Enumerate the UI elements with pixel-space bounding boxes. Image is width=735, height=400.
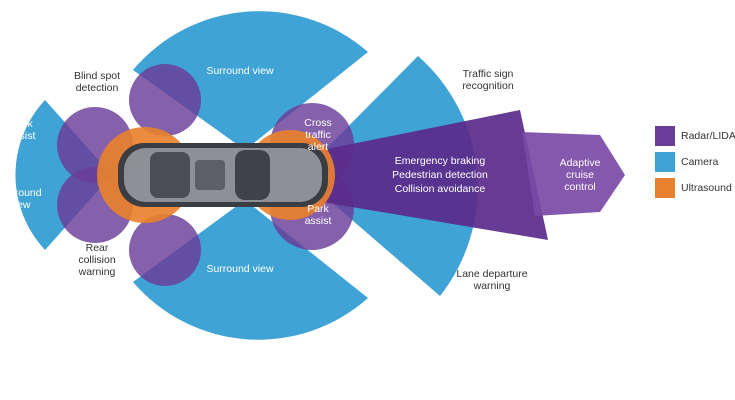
- label-cross-traffic-alert: Cross traffic alert: [304, 117, 332, 153]
- radar-beam-front: [322, 110, 548, 240]
- label-park-assist-front: Park assist: [304, 203, 332, 227]
- legend-item-camera: Camera: [655, 151, 735, 173]
- legend-swatch-camera: [655, 152, 675, 172]
- legend-label: Radar/LIDAR: [681, 130, 735, 142]
- label-blind-spot-detection: Blind spot detection: [73, 70, 121, 94]
- radar-lobe-bottom: [129, 214, 201, 286]
- label-lane-departure-warning: Lane departure warning: [456, 268, 528, 292]
- legend-label: Ultrasound: [681, 182, 732, 194]
- label-collision-avoidance: Collision avoidance: [394, 183, 486, 195]
- legend-item-ultrasound: Ultrasound: [655, 177, 735, 199]
- camera-zone-rear: [15, 100, 112, 250]
- radar-lobe-top: [129, 64, 201, 136]
- legend-swatch-radar: [655, 126, 675, 146]
- label-adaptive-cruise-control: Adaptive cruise control: [559, 157, 601, 193]
- label-surround-view-top: Surround view: [206, 65, 274, 77]
- label-pedestrian-detection: Pedestrian detection: [392, 169, 488, 181]
- camera-zone-top: [133, 11, 368, 151]
- camera-zone-bottom: [133, 200, 368, 340]
- legend-item-radar: Radar/LIDAR: [655, 125, 735, 147]
- legend-label: Camera: [681, 156, 719, 168]
- label-emergency-braking: Emergency braking: [394, 155, 486, 167]
- car-icon: [118, 143, 328, 207]
- legend-swatch-ultrasound: [655, 178, 675, 198]
- label-surround-view-bottom: Surround view: [206, 263, 274, 275]
- legend: Radar/LIDAR Camera Ultrasound: [655, 125, 735, 203]
- label-park-assist-rear: Park assist: [8, 118, 36, 142]
- label-traffic-sign-recognition: Traffic sign recognition: [462, 68, 514, 92]
- radar-beam-long-range: [522, 132, 625, 216]
- label-surround-view-rear: Surround view: [0, 187, 42, 211]
- label-rear-collision-warning: Rear collision warning: [78, 242, 116, 278]
